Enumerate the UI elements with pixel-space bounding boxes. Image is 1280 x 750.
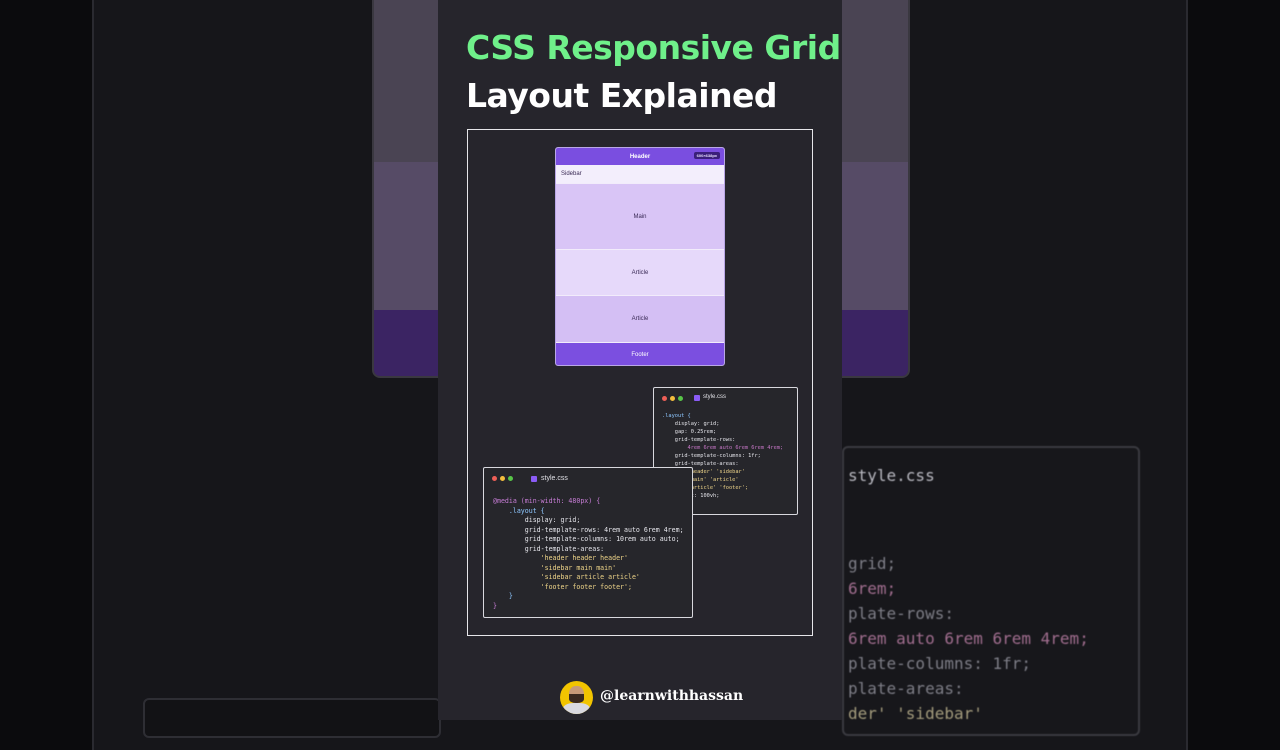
code-line: .layout { [662, 413, 691, 419]
window-controls [662, 396, 683, 401]
code-line: grid-template-columns: 10rem auto auto; [493, 535, 680, 543]
bg-code-line: 6rem auto 6rem 6rem 4rem; [848, 629, 1089, 648]
person-avatar-icon[interactable] [560, 681, 593, 714]
css-file-icon [531, 476, 537, 482]
mockup-sidebar: Sidebar [556, 165, 724, 183]
code-filename: style.css [541, 475, 568, 482]
code-line: 'header header header' [493, 554, 628, 562]
code-line: } [493, 601, 497, 610]
code-filename: style.css [703, 394, 727, 400]
mockup-main: Main [556, 184, 724, 249]
bg-code-line: grid; [848, 554, 897, 573]
code-window-desktop: style.css @media (min-width: 480px) { .l… [483, 467, 693, 618]
mockup-article: Article [556, 296, 724, 342]
illustration-frame [467, 129, 813, 636]
bg-code-line: 6rem; [848, 579, 897, 598]
code-line: grid-template-columns: 1fr; [662, 453, 761, 459]
code-line: grid-template-rows: 4rem auto 6rem 4rem; [493, 525, 684, 534]
mockup-header: Header 600×638px [556, 148, 724, 165]
author-handle[interactable]: @learnwithhassan [600, 688, 744, 704]
bg-code-line: der' 'sidebar' [848, 704, 983, 723]
maximize-dot-icon [508, 476, 513, 481]
code-line: 'footer footer footer'; [493, 582, 632, 591]
code-line: 'main' 'article' [662, 477, 739, 483]
code-line: .layout { [493, 506, 545, 515]
minimize-dot-icon [670, 396, 675, 401]
code-line: 'sidebar article article' [493, 573, 640, 581]
code-line: } [493, 592, 513, 600]
bg-code-filename: style.css [848, 466, 935, 485]
css-file-icon [694, 395, 700, 401]
bg-code-line: plate-columns: 1fr; [848, 654, 1032, 673]
code-line: display: grid; [662, 421, 720, 427]
minimize-dot-icon [500, 476, 505, 481]
code-line: grid-template-rows: [662, 437, 736, 443]
title-line-2: Layout Explained [466, 76, 778, 115]
title-line-1: CSS Responsive Grid [466, 28, 841, 67]
window-controls [492, 476, 513, 481]
code-line: @media (min-width: 480px) { [493, 497, 601, 505]
code-line: grid-template-areas: [493, 544, 605, 553]
bg-code-line: plate-areas: [848, 679, 964, 698]
code-line: 'article' 'footer'; [662, 485, 749, 491]
close-dot-icon [492, 476, 497, 481]
grid-layout-mockup: Header 600×638px Sidebar Main Article Ar… [555, 147, 725, 366]
mockup-footer: Footer [556, 343, 724, 365]
maximize-dot-icon [678, 396, 683, 401]
code-line: 'sidebar main main' [493, 563, 617, 572]
mockup-article: Article [556, 250, 724, 295]
code-line: 'header' 'sidebar' [662, 469, 745, 475]
background-code-window-left [143, 698, 441, 738]
code-line: grid-template-areas: [662, 461, 739, 467]
mockup-header-label: Header [629, 153, 651, 160]
code-line: gap: 0.25rem; [662, 429, 717, 435]
code-line: display: grid; [493, 516, 581, 524]
background-code-window: style.css grid; 6rem; plate-rows: 6rem a… [842, 446, 1140, 736]
mockup-size-badge: 600×638px [693, 152, 720, 159]
bg-code-line: plate-rows: [848, 604, 954, 623]
close-dot-icon [662, 396, 667, 401]
code-line: 4rem 6rem auto 6rem 6rem 4rem; [662, 445, 784, 451]
